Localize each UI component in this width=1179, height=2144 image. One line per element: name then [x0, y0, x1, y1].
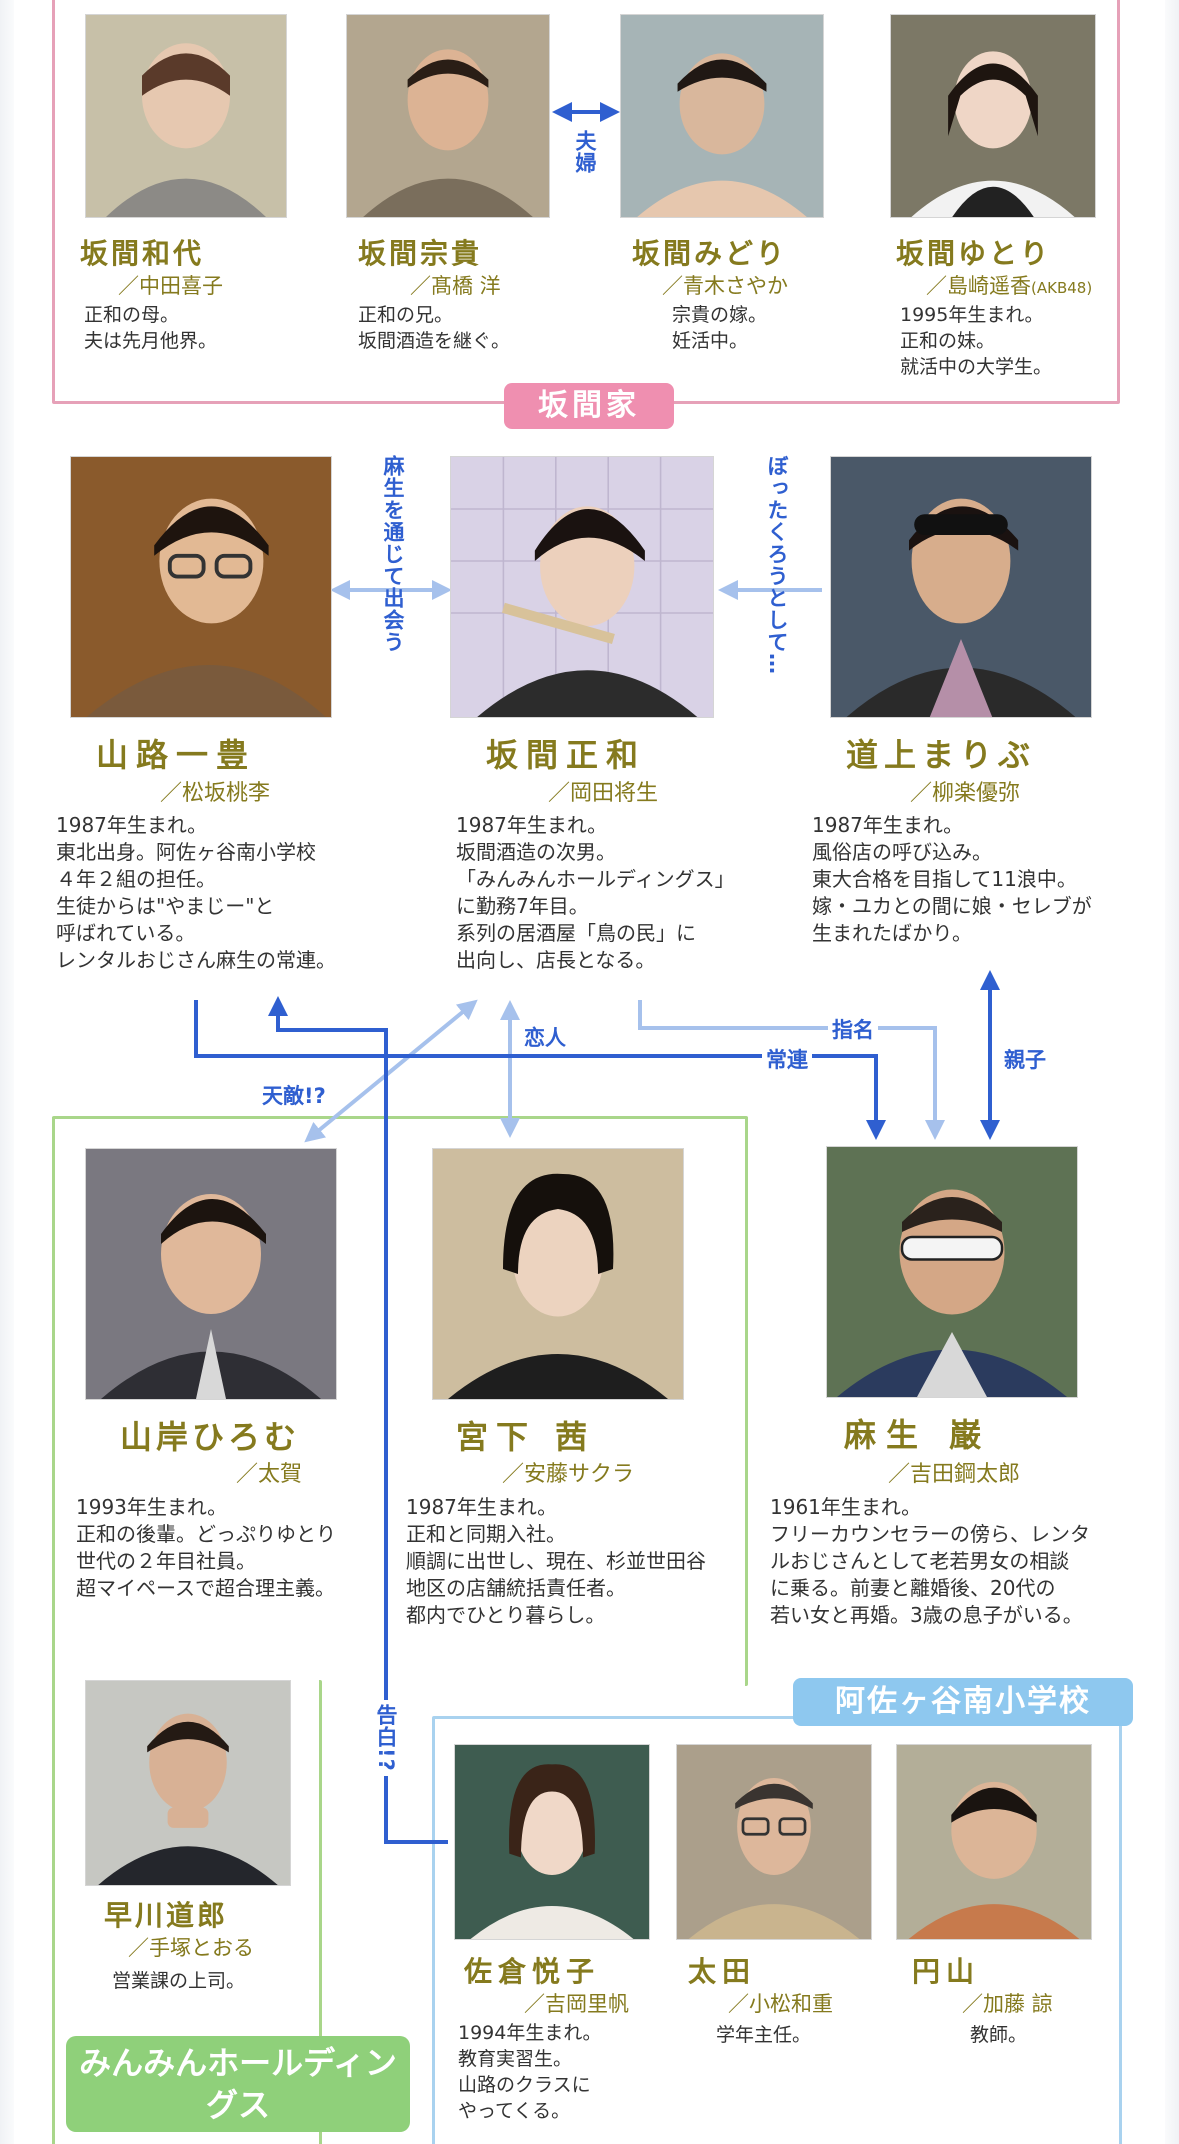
photo-midori [620, 14, 824, 218]
desc-ota: 学年主任。 [716, 2024, 812, 2046]
name-maruyama: 円山 [912, 1955, 981, 1988]
name-yutori: 坂間ゆとり [896, 237, 1052, 270]
desc-yutori: 1995年生まれ。 正和の妹。 就活中の大学生。 [900, 304, 1053, 378]
relation-regular: 常連 [762, 1044, 812, 1074]
portrait-icon [455, 1745, 649, 1939]
photo-ota [676, 1744, 872, 1940]
actor-ota: ／小松和重 [728, 1992, 833, 2016]
photo-akane [432, 1148, 684, 1400]
actor-aso: ／吉田鋼太郎 [888, 1462, 1021, 1487]
name-muneki: 坂間宗貴 [358, 237, 483, 270]
company-label-text: みんみんホールディングス [79, 2044, 397, 2124]
portrait-icon [71, 457, 331, 717]
portrait-icon [827, 1147, 1077, 1397]
actor-etsuko: ／吉岡里帆 [524, 1992, 629, 2016]
relation-met-through-aso: 麻生を通じて出会う [381, 455, 405, 653]
actor-yutori: ／島崎遥香(AKB48) [926, 270, 1092, 300]
photo-masakazu [450, 456, 714, 718]
photo-hayakawa [85, 1680, 291, 1886]
desc-akane: 1987年生まれ。 正和と同期入社。 順調に出世し、現在、杉並世田谷 地区の店舗… [406, 1495, 706, 1627]
name-kazuyo: 坂間和代 [80, 237, 205, 270]
name-akane: 宮下 茜 [456, 1418, 596, 1456]
actor-yutori-note: (AKB48) [1031, 279, 1093, 297]
actor-muneki: ／髙橋 洋 [410, 274, 501, 298]
family-label: 坂間家 [504, 383, 674, 429]
relation-parent-child: 親子 [1004, 1048, 1046, 1072]
actor-yutori-name: ／島崎遥香 [926, 274, 1031, 298]
actor-hiromu: ／太賀 [236, 1462, 303, 1487]
actor-hayakawa: ／手塚とおる [128, 1936, 254, 1960]
desc-kazuyo: 正和の母。 夫は先月他界。 [84, 304, 218, 352]
name-aso: 麻生 巌 [844, 1416, 992, 1454]
desc-aso: 1961年生まれ。 フリーカウンセラーの傍ら、レンタ ルおじさんとして老若男女の… [770, 1495, 1090, 1627]
name-hiromu: 山岸ひろむ [120, 1418, 301, 1456]
actor-masakazu: ／岡田将生 [548, 781, 659, 806]
actor-kazuyo: ／中田喜子 [118, 274, 223, 298]
school-box [432, 1716, 1122, 2144]
relation-nomination: 指名 [828, 1014, 878, 1044]
photo-yamaji [70, 456, 332, 718]
relation-ripoff: ぼったくろうとして… [765, 455, 789, 675]
name-yamaji: 山路一豊 [96, 736, 257, 774]
photo-muneki [346, 14, 550, 218]
portrait-icon [451, 457, 713, 717]
portrait-icon [831, 457, 1091, 717]
relation-confession: 告白!? [371, 1700, 401, 1776]
desc-yamaji: 1987年生まれ。 東北出身。阿佐ヶ谷南小学校 ４年２組の担任。 生徒からは"や… [56, 813, 336, 972]
name-etsuko: 佐倉悦子 [464, 1955, 601, 1988]
portrait-icon [677, 1745, 871, 1939]
portrait-icon [433, 1149, 683, 1399]
photo-kazuyo [85, 14, 287, 218]
company-box-lower [52, 1680, 322, 2144]
desc-maruyama: 教師。 [970, 2024, 1028, 2046]
desc-hayakawa: 営業課の上司。 [112, 1970, 246, 1992]
photo-maribu [830, 456, 1092, 718]
name-ota: 太田 [688, 1955, 757, 1988]
portrait-icon [347, 15, 549, 217]
portrait-icon [891, 15, 1095, 217]
portrait-icon [86, 15, 286, 217]
right-edge [1165, 0, 1179, 2144]
relation-husband-wife: 夫婦 [573, 130, 597, 174]
actor-maruyama: ／加藤 諒 [962, 1992, 1053, 2016]
actor-midori: ／青木さやか [662, 274, 788, 298]
portrait-icon [86, 1681, 290, 1885]
photo-yutori [890, 14, 1096, 218]
desc-maribu: 1987年生まれ。 風俗店の呼び込み。 東大合格を目指して11浪中。 嫁・ユカと… [812, 813, 1092, 945]
name-midori: 坂間みどり [632, 237, 788, 270]
photo-maruyama [896, 1744, 1092, 1940]
actor-yamaji: ／松坂桃李 [160, 781, 271, 806]
actor-akane: ／安藤サクラ [502, 1462, 635, 1487]
portrait-icon [897, 1745, 1091, 1939]
name-maribu: 道上まりぶ [846, 736, 1037, 774]
photo-etsuko [454, 1744, 650, 1940]
portrait-icon [86, 1149, 336, 1399]
company-label: みんみんホールディングス [66, 2036, 410, 2132]
name-masakazu: 坂間正和 [486, 736, 647, 774]
desc-hiromu: 1993年生まれ。 正和の後輩。どっぷりゆとり 世代の２年目社員。 超マイペース… [76, 1495, 336, 1600]
actor-maribu: ／柳楽優弥 [910, 781, 1021, 806]
left-edge [0, 0, 14, 2144]
desc-muneki: 正和の兄。 坂間酒造を継ぐ。 [358, 304, 511, 352]
name-hayakawa: 早川道郎 [104, 1899, 229, 1932]
photo-aso [826, 1146, 1078, 1398]
desc-etsuko: 1994年生まれ。 教育実習生。 山路のクラスに やってくる。 [458, 2022, 602, 2122]
photo-hiromu [85, 1148, 337, 1400]
relation-lover: 恋人 [524, 1026, 566, 1050]
desc-masakazu: 1987年生まれ。 坂間酒造の次男。 「みんみんホールディングス」 に勤務7年目… [456, 813, 735, 972]
portrait-icon [621, 15, 823, 217]
relation-rival: 天敵!? [258, 1080, 330, 1110]
school-label: 阿佐ヶ谷南小学校 [793, 1678, 1133, 1726]
desc-midori: 宗貴の嫁。 妊活中。 [672, 304, 768, 352]
